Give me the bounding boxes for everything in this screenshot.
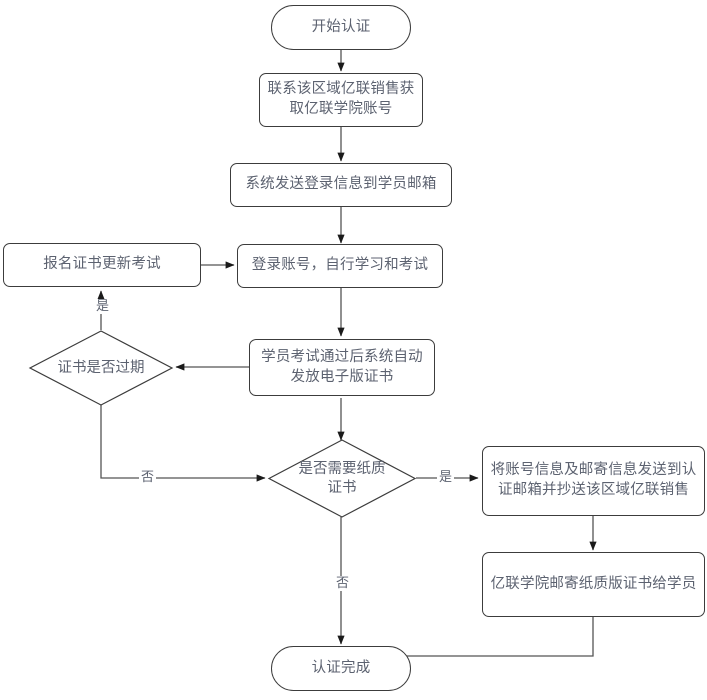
node-send-info-label: 将账号信息及邮寄信息发送到认 证邮箱并抄送该区域亿联销售 xyxy=(490,462,697,498)
edge-mail-to-join xyxy=(341,617,594,657)
node-login-study[interactable]: 登录账号，自行学习和考试 xyxy=(237,244,443,288)
node-renew-exam[interactable]: 报名证书更新考试 xyxy=(3,243,201,287)
node-contact-sales-label: 联系该区域亿联销售获 取亿联学院账号 xyxy=(267,81,415,117)
node-mail-cert[interactable]: 亿联学院邮寄纸质版证书给学员 xyxy=(482,552,705,617)
node-renew-exam-label: 报名证书更新考试 xyxy=(43,256,161,273)
node-system-email[interactable]: 系统发送登录信息到学员邮箱 xyxy=(230,163,452,207)
node-contact-sales[interactable]: 联系该区域亿联销售获 取亿联学院账号 xyxy=(259,73,423,127)
node-start[interactable]: 开始认证 xyxy=(271,5,411,50)
node-system-email-label: 系统发送登录信息到学员邮箱 xyxy=(245,176,437,193)
node-auto-issue-label: 学员考试通过后系统自动 发放电子版证书 xyxy=(261,348,423,385)
node-send-info[interactable]: 将账号信息及邮寄信息发送到认 证邮箱并抄送该区域亿联销售 xyxy=(482,446,705,516)
edge-expired-no xyxy=(100,405,266,482)
edge-label-paper-yes: 是 xyxy=(437,470,455,485)
edge-label-expired-yes: 是 xyxy=(94,299,112,314)
node-cert-expired[interactable]: 证书是否过期 xyxy=(28,330,174,406)
node-finish[interactable]: 认证完成 xyxy=(271,646,411,691)
node-start-label: 开始认证 xyxy=(311,18,371,35)
edge-label-paper-no: 否 xyxy=(334,576,352,591)
node-mail-cert-label: 亿联学院邮寄纸质版证书给学员 xyxy=(490,575,697,592)
edge-label-expired-no: 否 xyxy=(139,470,157,485)
node-need-paper[interactable]: 是否需要纸质 证书 xyxy=(267,439,417,518)
node-auto-issue[interactable]: 学员考试通过后系统自动 发放电子版证书 xyxy=(249,339,435,396)
node-login-study-label: 登录账号，自行学习和考试 xyxy=(251,257,429,274)
node-finish-label: 认证完成 xyxy=(311,659,371,676)
